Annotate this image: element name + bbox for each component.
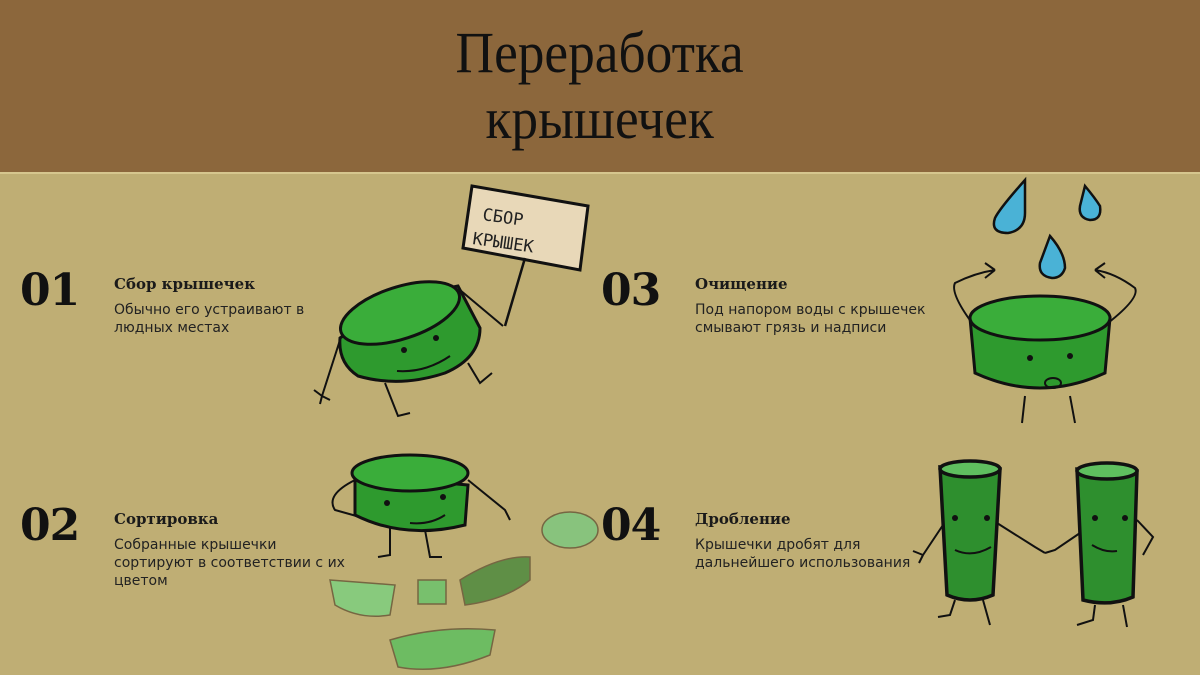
header-divider	[0, 172, 1200, 174]
step-description: Собранные крышечки сортируют в соответст…	[114, 537, 345, 589]
step-description: Обычно его устраивают в людных местах	[114, 302, 305, 336]
washing-cap-illustration	[953, 176, 1137, 424]
green-cap-icon	[953, 262, 1137, 424]
step-description: Крышечки дробят для дальнейшего использо…	[695, 537, 911, 571]
title-line-1: Переработка	[455, 20, 745, 85]
green-tube-left-icon	[912, 459, 1046, 626]
page-title: Переработка крышечек	[456, 20, 744, 152]
water-drop-icon	[992, 176, 1102, 280]
sign-icon: СБОР КРЫШЕК	[461, 184, 590, 327]
step-title: Сортировка	[114, 510, 219, 528]
step-number: 04	[601, 500, 661, 551]
step-number: 02	[20, 500, 80, 551]
sorting-caps-illustration	[329, 453, 599, 671]
step-number: 01	[20, 265, 80, 316]
cap-with-sign-illustration: СБОР КРЫШЕК	[313, 184, 590, 418]
header-banner: Переработка крышечек	[0, 0, 1200, 172]
step-description: Под напором воды с крышечек смывают гряз…	[695, 302, 926, 336]
step-title: Дробление	[695, 510, 791, 528]
step-title: Сбор крышечек	[114, 275, 256, 293]
step-title: Очищение	[695, 275, 788, 293]
cap-fragments-icon	[329, 511, 599, 671]
green-tube-right-icon	[1044, 461, 1155, 628]
green-cap-icon	[313, 280, 504, 418]
title-line-2: крышечек	[485, 86, 715, 151]
crushed-caps-illustration	[912, 459, 1155, 628]
step-number: 03	[601, 265, 661, 316]
green-cap-icon	[331, 453, 511, 558]
